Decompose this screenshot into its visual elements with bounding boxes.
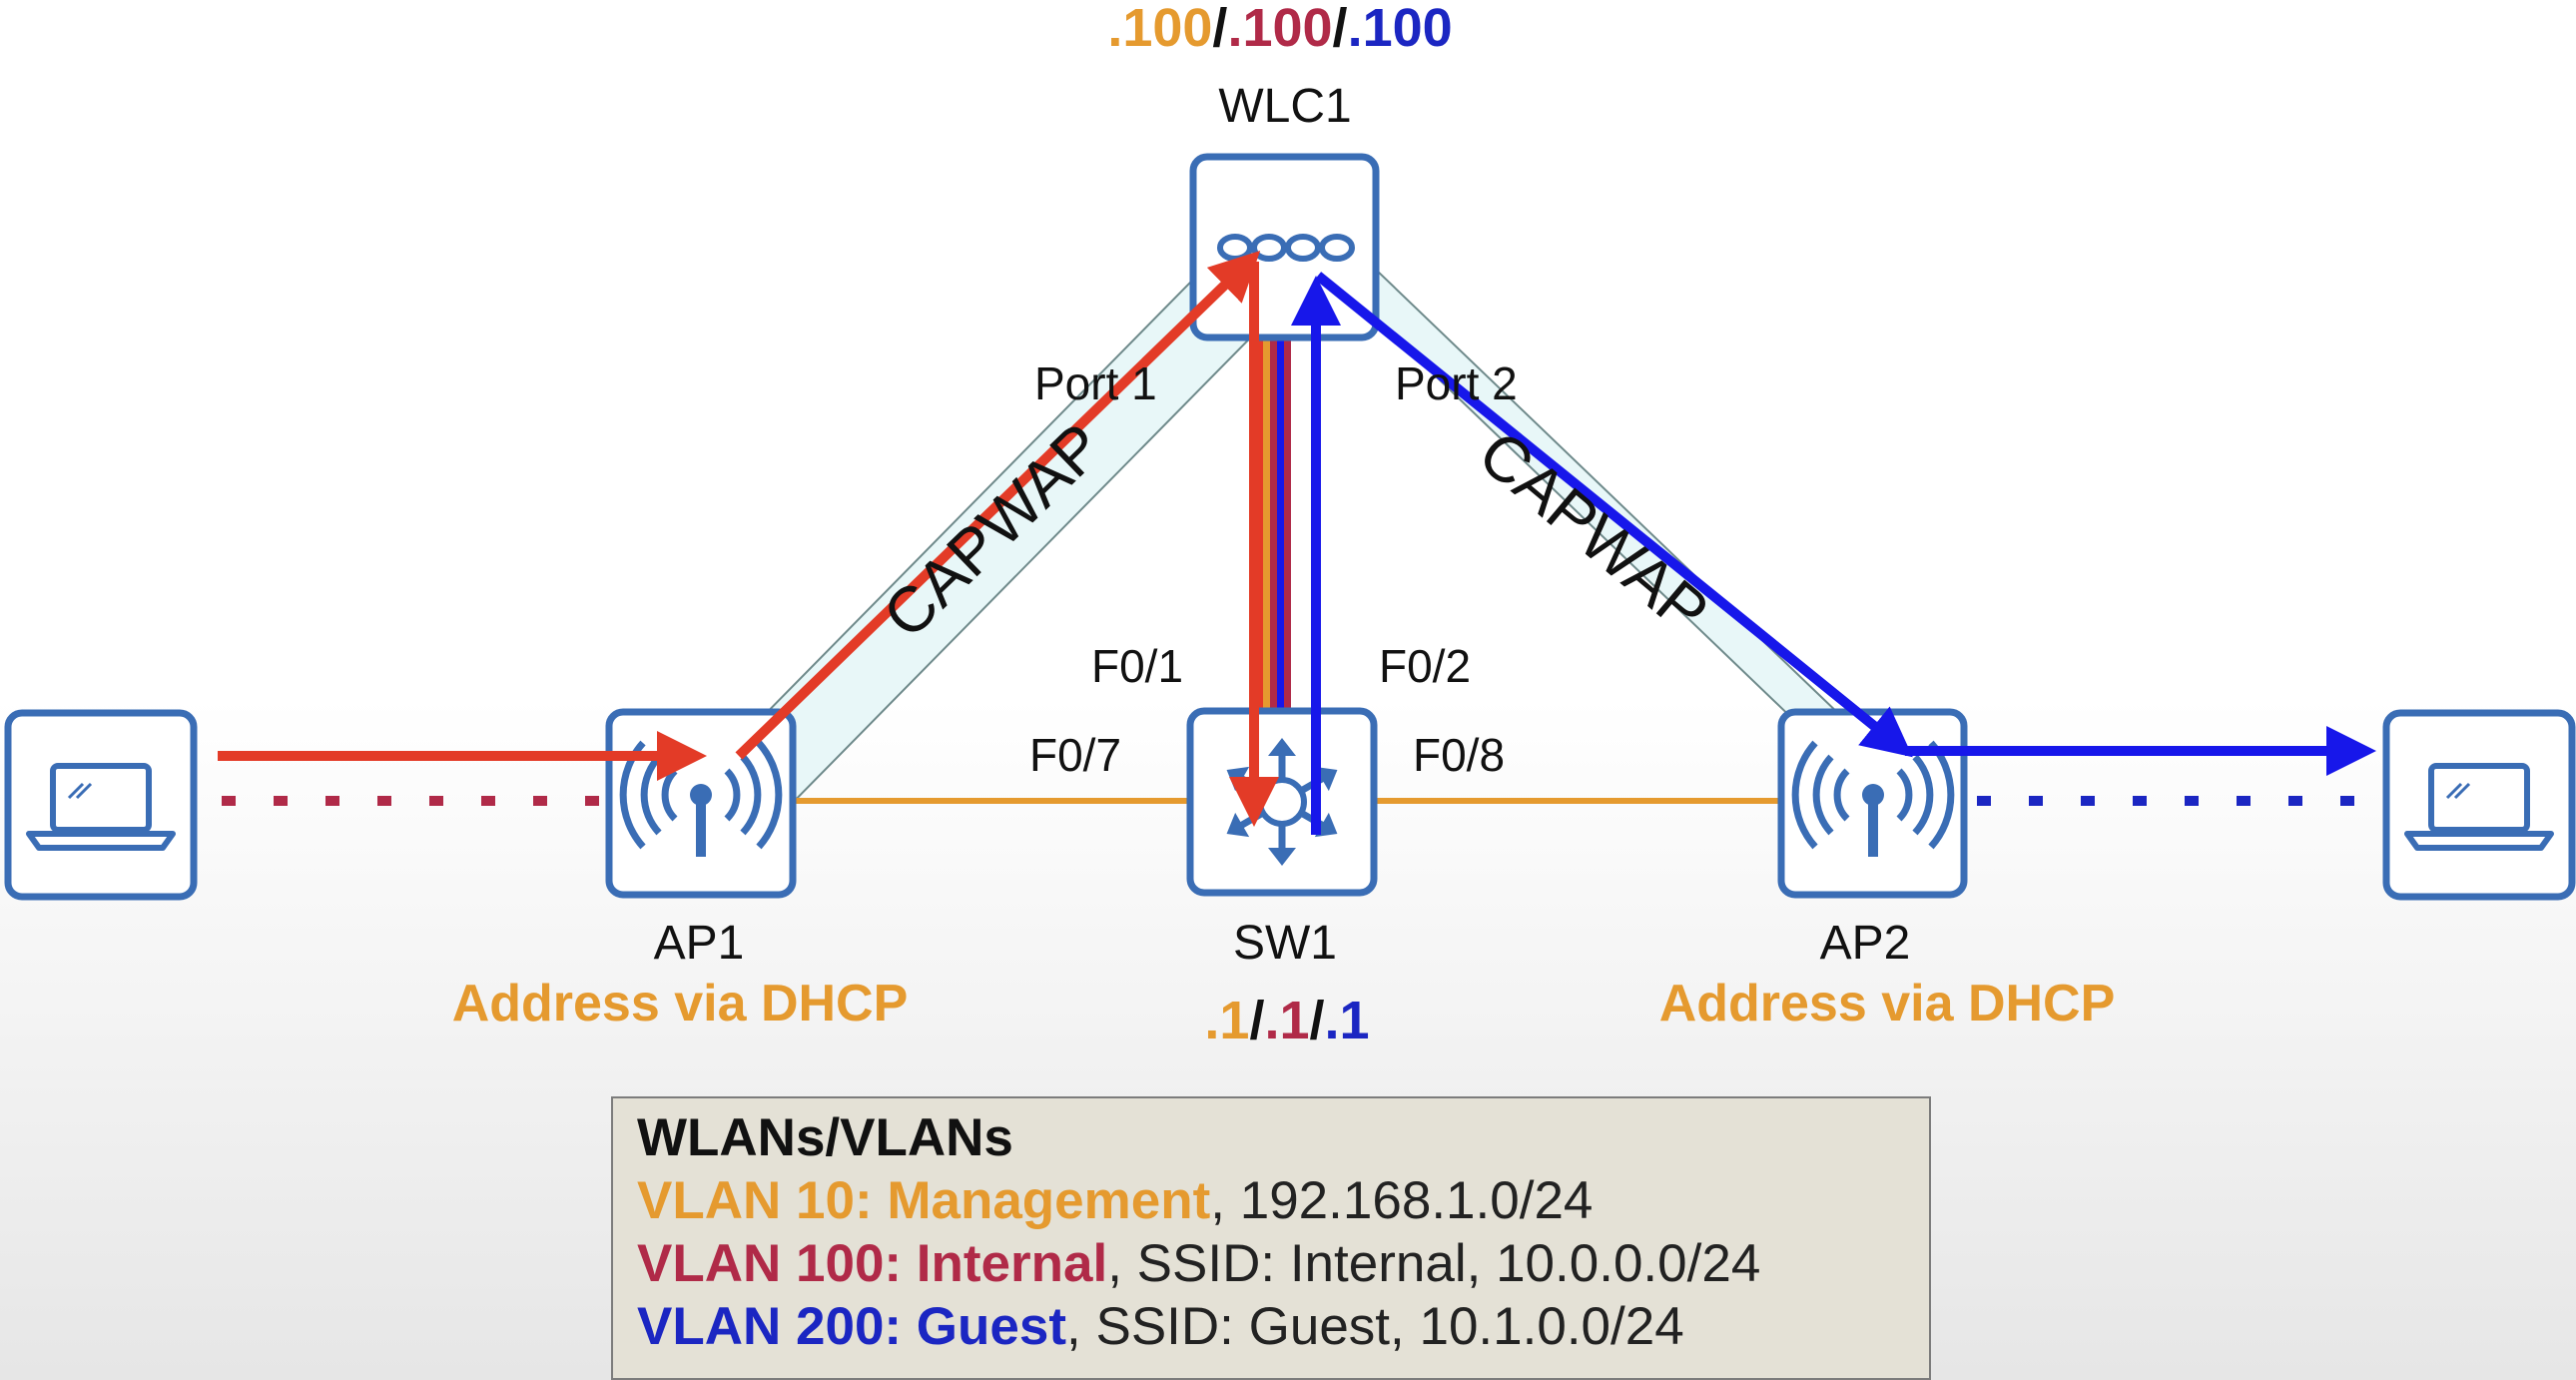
wlc1-ip-part: .100	[1107, 0, 1212, 58]
port-label-f08: F0/8	[1413, 729, 1505, 781]
wlc1-ip-part: .100	[1227, 0, 1332, 58]
legend-title: WLANs/VLANs	[637, 1108, 1013, 1167]
sw1-ip-part: .1	[1264, 991, 1309, 1050]
wlc1-ip-part: /	[1333, 0, 1348, 58]
legend-detail-mgmt: , 192.168.1.0/24	[1210, 1171, 1594, 1230]
ap2-address-note: Address via DHCP	[1659, 975, 2116, 1033]
legend-row-guest: VLAN 200: Guest, SSID: Guest, 10.1.0.0/2…	[637, 1295, 1905, 1358]
ap2-name: AP2	[1820, 917, 1911, 970]
port-label-f01: F0/1	[1091, 640, 1183, 692]
vlan-legend: WLANs/VLANs VLAN 10: Management, 192.168…	[611, 1096, 1931, 1380]
sw1-ip-part: /	[1310, 991, 1325, 1050]
traffic-path-guest	[1291, 272, 2376, 835]
legend-vlan-guest: VLAN 200: Guest	[637, 1297, 1067, 1356]
client-laptop-left[interactable]	[4, 709, 198, 901]
sw1-ip-part: .1	[1325, 991, 1370, 1050]
traffic-path-internal	[218, 251, 1279, 827]
wlc1-ip-part: .100	[1348, 0, 1453, 58]
ap1-name: AP1	[654, 917, 745, 970]
legend-vlan-mgmt: VLAN 10: Management	[637, 1171, 1211, 1230]
port-label-f07: F0/7	[1029, 729, 1121, 781]
wlc1-name: WLC1	[1218, 80, 1351, 133]
port-label-f02: F0/2	[1379, 640, 1471, 692]
legend-detail-internal: , SSID: Internal, 10.0.0.0/24	[1107, 1234, 1761, 1293]
capwap-label-left: CAPWAP	[870, 409, 1117, 652]
wlc1-ip-label: .100/.100/.100	[1107, 0, 1452, 58]
sw1-ip-label: .1/.1/.1	[1204, 991, 1369, 1050]
trunk-link	[1256, 340, 1291, 709]
client-laptop-right[interactable]	[2382, 709, 2576, 901]
capwap-label-right: CAPWAP	[1466, 416, 1722, 648]
wlc1-device[interactable]	[1189, 153, 1380, 342]
legend-detail-guest: , SSID: Guest, 10.1.0.0/24	[1066, 1297, 1684, 1356]
legend-row-internal: VLAN 100: Internal, SSID: Internal, 10.0…	[637, 1232, 1905, 1295]
sw1-ip-part: .1	[1204, 991, 1249, 1050]
wlc1-ip-part: /	[1212, 0, 1227, 58]
port-label-wlc-port2: Port 2	[1395, 357, 1518, 409]
sw1-ip-part: /	[1249, 991, 1264, 1050]
sw1-device[interactable]	[1186, 707, 1378, 897]
sw1-name: SW1	[1233, 917, 1337, 970]
ap1-device[interactable]	[605, 708, 797, 899]
ap1-address-note: Address via DHCP	[452, 975, 909, 1033]
legend-vlan-internal: VLAN 100: Internal	[637, 1234, 1108, 1293]
port-label-wlc-port1: Port 1	[1034, 357, 1157, 409]
ap2-device[interactable]	[1777, 708, 1968, 899]
legend-row-mgmt: VLAN 10: Management, 192.168.1.0/24	[637, 1169, 1905, 1232]
